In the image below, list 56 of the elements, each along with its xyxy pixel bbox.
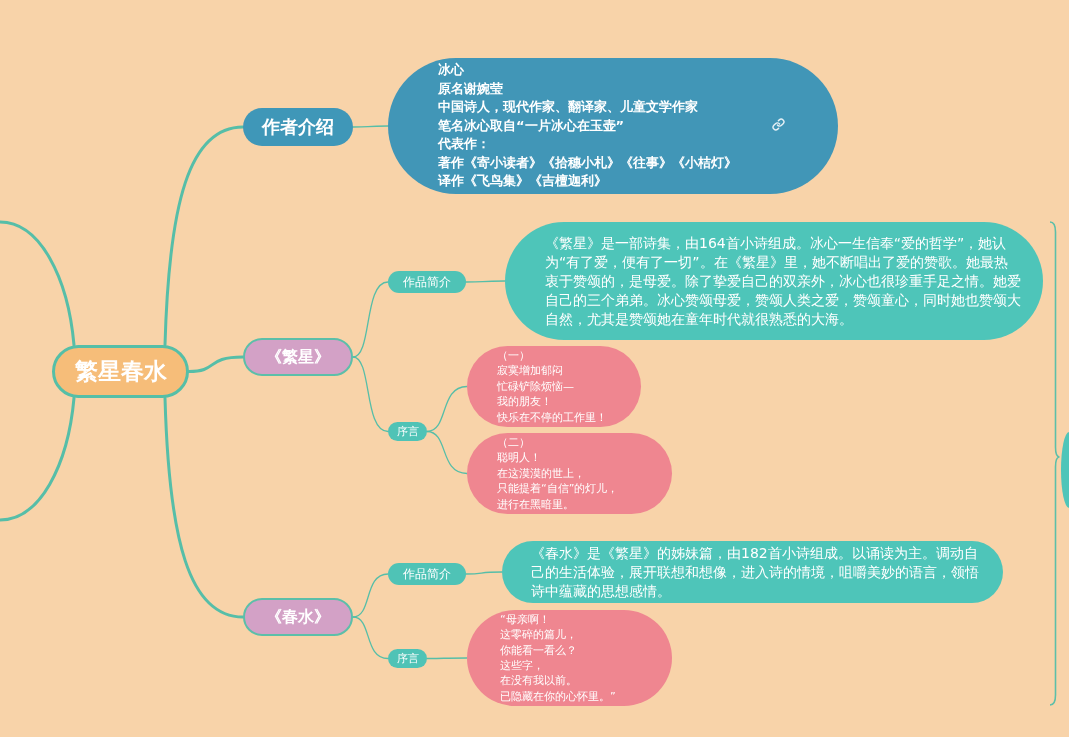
poem-line: 寂寞增加郁闷: [497, 363, 563, 379]
info-line: 中国诗人，现代作家、翻译家、儿童文学作家: [438, 98, 698, 117]
description-text: 《春水》是《繁星》的姊妹篇，由182首小诗组成。以诵读为主。调动自己的生活体验，展开联想和想像，进入诗的情境，咀嚼美妙的语言，领悟诗中蕴藏的思想感情。: [531, 543, 980, 601]
branch-topic: [243, 108, 353, 146]
info-line: 原名谢婉莹: [438, 79, 503, 98]
info-line: 笔名冰心取自“一片冰心在玉壶”: [438, 116, 625, 135]
subtopic-label: 作品简介: [403, 568, 451, 580]
branch-topic: [243, 338, 353, 376]
branch-title: 《春水》: [266, 609, 330, 625]
branch-title: 作者介绍: [262, 118, 334, 136]
info-line: 代表作：: [438, 135, 490, 154]
branch-line: [352, 356, 389, 433]
info-line: 冰心: [438, 61, 464, 80]
description-text: 《繁星》是一部诗集，由164首小诗组成。冰心一生信奉“爱的哲学”，她认为“有了爱，便有了一切”。在《繁星》里，她不断唱出了爱的赞歌。她最热衷于赞颂的，是母爱。除了挚爱自己的双亲外，冰心也很珍重手足之情。她爱自己的三个弟弟。冰心赞颂母爱，赞颂人类之爱，赞颂童心，同时她也赞颂大自然，尤其是赞颂她在童年时代就很熟悉的大海。: [545, 233, 1021, 329]
branch-line: [352, 281, 389, 358]
subtopic-tag: [388, 649, 427, 668]
branch-title: 《繁星》: [266, 349, 330, 365]
info-line: 著作《寄小读者》《拾穗小札》《往事》《小桔灯》: [438, 153, 737, 172]
poem-line: 已隐藏在你的心怀里。”: [500, 688, 616, 705]
central-topic: [52, 345, 189, 398]
poem-line: 聪明人！: [497, 450, 541, 466]
branch-line: [163, 125, 245, 347]
branch-line: [187, 355, 245, 373]
subtopic-tag: [388, 422, 427, 441]
branch-line: [352, 616, 389, 660]
branch-line: [465, 280, 506, 283]
branch-line: [163, 396, 245, 619]
info-line: 译作《飞鸟集》《吉檀迦利》: [438, 172, 607, 191]
subtopic-tag: [388, 563, 466, 585]
subtopic-label: 作品简介: [403, 276, 451, 288]
poem-line: （一）: [497, 348, 530, 364]
branch-line: [0, 220, 76, 347]
subtopic-label: 序言: [396, 426, 419, 437]
branch-line: [352, 573, 389, 618]
poem-line: 在没有我以前。: [500, 673, 577, 689]
poem-line: 你能看一看么？: [500, 642, 577, 658]
poem-line: 只能提着“自信”的灯儿，: [497, 481, 619, 497]
poem-line: “母亲啊！: [500, 611, 550, 628]
poem-line: 快乐在不停的工作里！: [497, 409, 607, 425]
branch-line: [352, 125, 389, 128]
poem-line: 我的朋友！: [497, 394, 552, 410]
poem-line: 这些字，: [500, 658, 544, 674]
poem-line: 忙碌铲除烦恼—: [497, 378, 574, 395]
subtopic-label: 序言: [396, 653, 419, 664]
branch-line: [426, 657, 468, 660]
branch-line: [0, 396, 76, 522]
branch-line: [426, 430, 468, 475]
poem-line: 这零碎的篇儿，: [500, 627, 577, 643]
poem-line: 在这漠漠的世上，: [497, 465, 585, 482]
topic-title: 繁星春水: [74, 360, 167, 383]
poem-line: （二）: [497, 435, 530, 451]
subtopic-tag: [388, 271, 466, 293]
summary-node: [1061, 432, 1069, 508]
poem-line: 进行在黑暗里。: [497, 496, 574, 512]
branch-topic: [243, 598, 353, 636]
branch-line: [465, 571, 503, 575]
